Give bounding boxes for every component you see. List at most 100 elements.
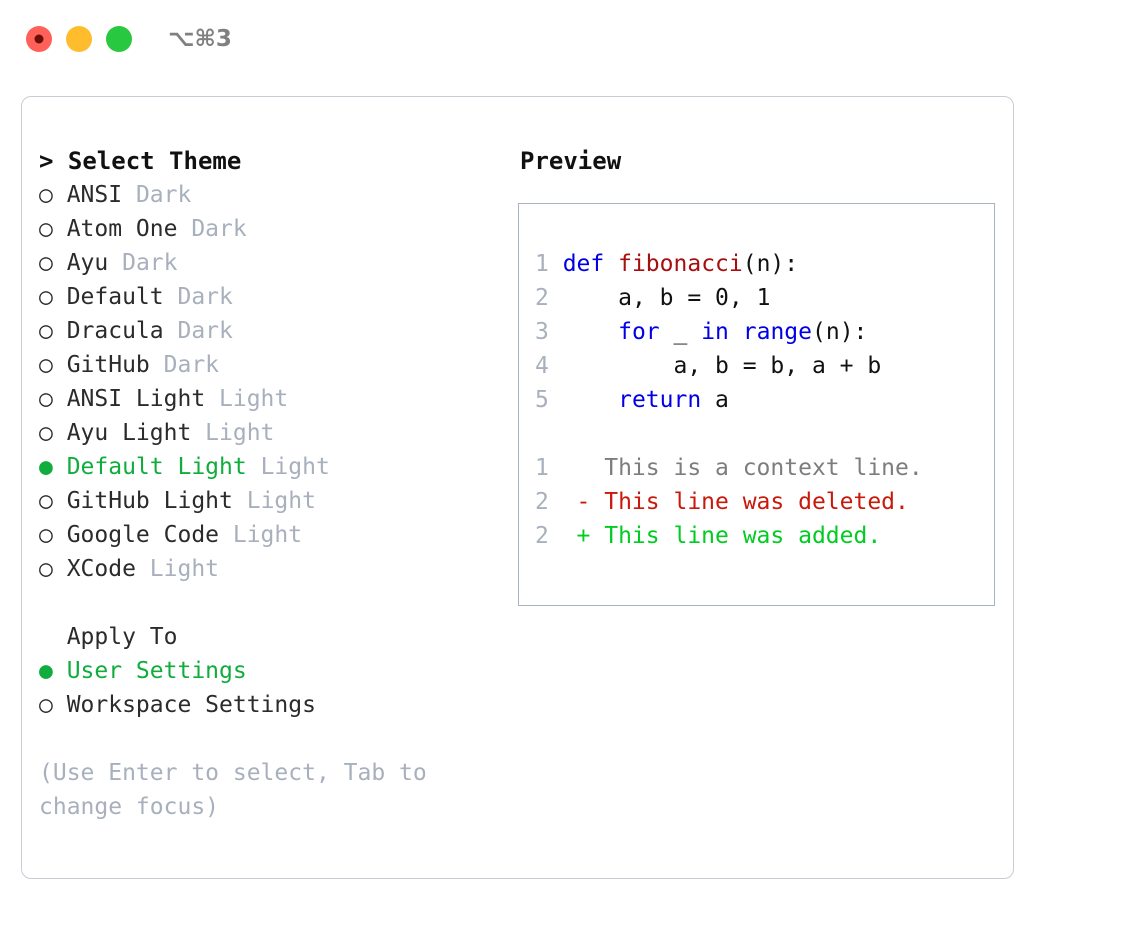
code-token: a [701, 387, 729, 413]
diff-line: 2 + This line was added. [535, 519, 994, 553]
theme-name-label: Default [52, 284, 178, 310]
select-theme-header: > Select Theme [39, 147, 242, 175]
radio-unselected-icon: ○ [39, 284, 53, 310]
code-token [563, 319, 618, 345]
radio-unselected-icon: ○ [39, 522, 53, 548]
apply-to-item[interactable]: ○ Workspace Settings [39, 688, 509, 722]
code-token: range [742, 319, 812, 345]
apply-to-header: Apply To [39, 624, 178, 650]
radio-unselected-icon: ○ [39, 216, 53, 242]
theme-list-item[interactable]: ○ ANSI Light Light [39, 382, 509, 416]
theme-name-label: Dracula [52, 318, 178, 344]
line-number: 2 [535, 285, 549, 311]
code-token: a, b = 0, 1 [562, 285, 771, 311]
apply-to-label: Workspace Settings [52, 692, 316, 718]
preview-panel: Preview 1 def fibonacci(n):2 a, b = 0, 1… [509, 144, 1013, 878]
code-token [729, 319, 743, 345]
theme-list-item[interactable]: ○ Dracula Dark [39, 314, 509, 348]
theme-list-item[interactable]: ○ ANSI Dark [39, 178, 509, 212]
theme-selection-panel: > Select Theme ○ ANSI Dark○ Atom One Dar… [39, 144, 509, 878]
code-token: def [562, 251, 605, 277]
code-token: (n): [742, 251, 799, 277]
diff-line: 1 This is a context line. [535, 451, 994, 485]
theme-name-label: GitHub [52, 352, 164, 378]
theme-mode-tag: Dark [177, 318, 233, 344]
line-number: 2 [535, 523, 549, 549]
line-number: 3 [535, 319, 549, 345]
preview-title: Preview [520, 147, 622, 175]
code-token: a, b = b, a + b [562, 353, 882, 379]
theme-list-item[interactable]: ○ Default Dark [39, 280, 509, 314]
content-frame: > Select Theme ○ ANSI Dark○ Atom One Dar… [21, 96, 1014, 879]
list-spacer [39, 586, 509, 620]
radio-unselected-icon: ○ [39, 386, 53, 412]
diff-line-text: - This line was deleted. [548, 489, 909, 515]
theme-list-item[interactable]: ● Default Light Light [39, 450, 509, 484]
radio-selected-icon: ● [39, 658, 53, 684]
line-number: 5 [535, 387, 549, 413]
code-token [563, 387, 618, 413]
gutter-gap [549, 285, 563, 311]
theme-name-label: XCode [52, 556, 150, 582]
theme-list-item[interactable]: ○ GitHub Light Light [39, 484, 509, 518]
apply-to-label: User Settings [52, 658, 247, 684]
minimize-window-icon[interactable] [66, 26, 92, 52]
theme-name-label: GitHub Light [52, 488, 247, 514]
radio-selected-icon: ● [39, 454, 53, 480]
close-window-icon[interactable] [26, 26, 52, 52]
theme-name-label: Google Code [52, 522, 233, 548]
apply-to-list[interactable]: ● User Settings○ Workspace Settings [39, 654, 509, 722]
theme-list-item[interactable]: ○ Ayu Light Light [39, 416, 509, 450]
line-number: 2 [535, 489, 549, 515]
diff-line: 2 - This line was deleted. [535, 485, 994, 519]
theme-mode-tag: Light [219, 386, 289, 412]
diff-sample: 1 This is a context line.2 - This line w… [535, 451, 994, 553]
radio-unselected-icon: ○ [39, 250, 53, 276]
radio-unselected-icon: ○ [39, 488, 53, 514]
maximize-window-icon[interactable] [106, 26, 132, 52]
title-bar: ⌥⌘3 [0, 0, 1140, 78]
theme-mode-tag: Light [205, 420, 275, 446]
code-token: in [701, 319, 729, 345]
theme-list[interactable]: ○ ANSI Dark○ Atom One Dark○ Ayu Dark○ De… [39, 178, 509, 586]
theme-mode-tag: Light [232, 522, 303, 548]
theme-name-label: Atom One [52, 216, 192, 242]
theme-list-item[interactable]: ○ Atom One Dark [39, 212, 509, 246]
theme-mode-tag: Dark [163, 352, 220, 378]
diff-line-text: + This line was added. [548, 523, 882, 549]
theme-list-item[interactable]: ○ GitHub Dark [39, 348, 509, 382]
code-line: 4 a, b = b, a + b [535, 349, 994, 383]
traffic-light-controls [26, 26, 132, 52]
theme-list-item[interactable]: ○ XCode Light [39, 552, 509, 586]
radio-unselected-icon: ○ [39, 420, 53, 446]
code-line: 2 a, b = 0, 1 [535, 281, 994, 315]
theme-list-item[interactable]: ○ Google Code Light [39, 518, 509, 552]
code-line: 1 def fibonacci(n): [535, 247, 994, 281]
theme-name-label: Default Light [52, 454, 261, 480]
gutter-gap [549, 353, 563, 379]
radio-unselected-icon: ○ [39, 318, 53, 344]
gutter-gap [549, 319, 563, 345]
theme-mode-tag: Dark [122, 250, 178, 276]
radio-unselected-icon: ○ [39, 692, 53, 718]
radio-unselected-icon: ○ [39, 352, 53, 378]
apply-to-item[interactable]: ● User Settings [39, 654, 509, 688]
line-number: 1 [535, 251, 549, 277]
theme-name-label: ANSI [52, 182, 136, 208]
theme-mode-tag: Light [149, 556, 220, 582]
keyboard-shortcut-label: ⌥⌘3 [168, 26, 232, 52]
code-token: fibonacci [618, 251, 743, 277]
code-line: 5 return a [535, 383, 994, 417]
theme-name-label: Ayu Light [52, 420, 206, 446]
gutter-gap [549, 251, 563, 277]
theme-list-item[interactable]: ○ Ayu Dark [39, 246, 509, 280]
theme-mode-tag: Light [246, 488, 316, 514]
theme-name-label: Ayu [52, 250, 123, 276]
diff-line-text: This is a context line. [548, 455, 923, 481]
theme-name-label: ANSI Light [52, 386, 220, 412]
gutter-gap [549, 387, 563, 413]
code-line: 3 for _ in range(n): [535, 315, 994, 349]
code-token: (n): [812, 319, 868, 345]
